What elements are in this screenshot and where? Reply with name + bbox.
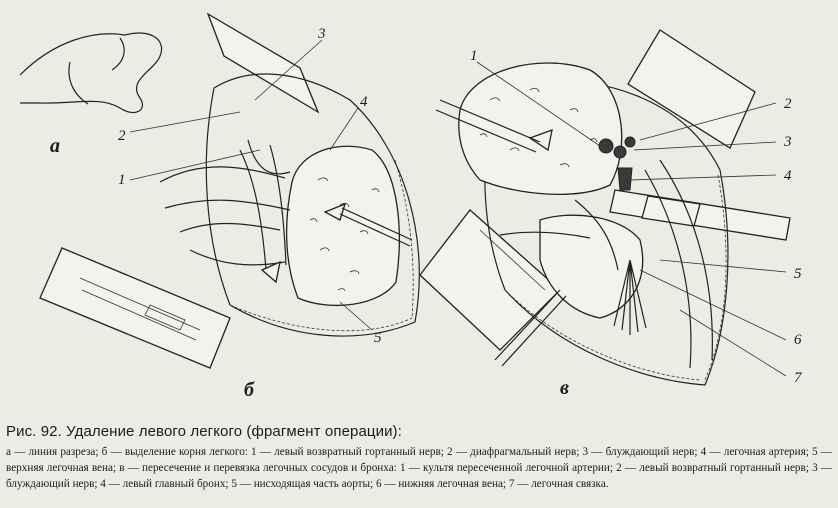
panel-b-label-5: 5 — [374, 330, 382, 346]
panel-v-label-2: 2 — [784, 96, 792, 112]
panel-b-label-3: 3 — [317, 26, 326, 42]
figure-caption: Рис. 92. Удаление левого легкого (фрагме… — [6, 422, 832, 506]
surgical-illustration: а 3 2 1 4 5 б — [19, 12, 803, 401]
panel-v-label-3: 3 — [783, 134, 792, 150]
panel-a-letter: а — [50, 135, 60, 157]
caption-text: а — линия разреза; б — выделение корня л… — [6, 446, 832, 490]
panel-v-letter: в — [560, 377, 569, 399]
panel-b-letter: б — [244, 379, 255, 401]
panel-v-label-6: 6 — [794, 332, 802, 348]
panel-b-label-1: 1 — [118, 172, 126, 188]
caption-title: Рис. 92. Удаление левого легкого (фрагме… — [6, 423, 402, 440]
panel-v-label-4: 4 — [784, 168, 792, 184]
panel-b-label-4: 4 — [360, 94, 368, 110]
panel-a-drawing — [19, 32, 163, 113]
panel-v-label-7: 7 — [794, 370, 803, 386]
panel-v-label-1: 1 — [470, 48, 478, 64]
panel-b-drawing — [39, 12, 420, 369]
panel-b-label-2: 2 — [118, 128, 126, 144]
illustration-canvas: а 3 2 1 4 5 б — [19, 12, 803, 401]
panel-v-label-5: 5 — [794, 266, 802, 282]
panel-v-drawing — [419, 29, 791, 386]
